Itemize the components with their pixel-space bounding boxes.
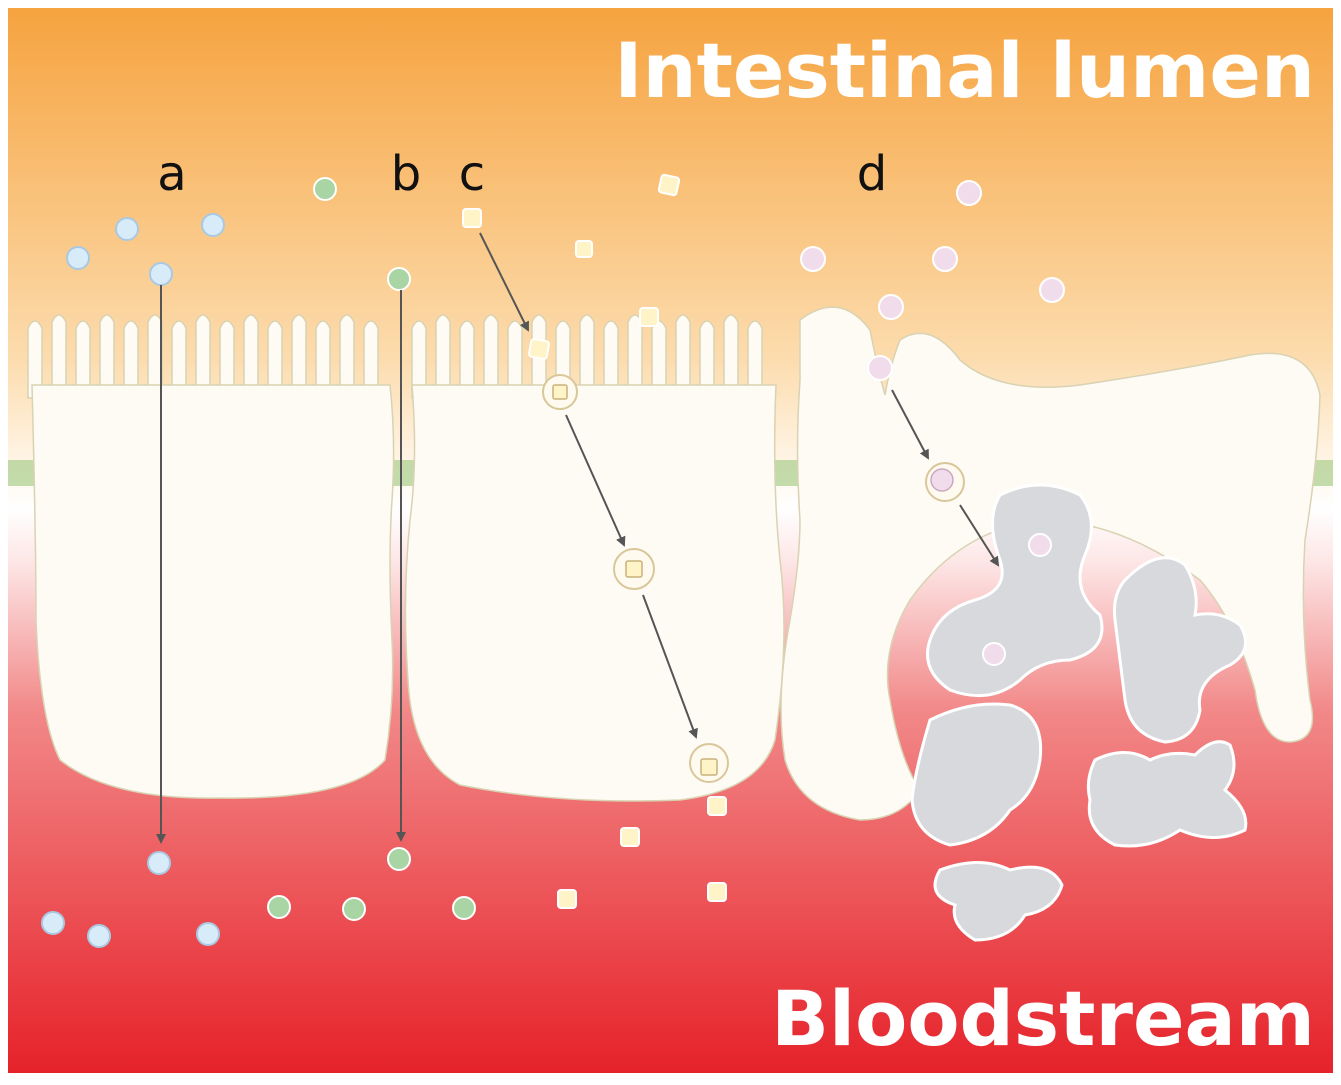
route-label-a: a — [157, 146, 186, 202]
route-d-vesicle — [926, 463, 964, 501]
route-label-c: c — [459, 146, 485, 202]
bloodstream-title: Bloodstream — [771, 974, 1315, 1063]
epithelial-cell-1 — [28, 315, 394, 798]
lumen-title: Intestinal lumen — [614, 26, 1315, 115]
route-label-d: d — [857, 146, 887, 202]
epithelial-cell-2 — [405, 315, 784, 801]
route-label-b: b — [391, 146, 421, 202]
